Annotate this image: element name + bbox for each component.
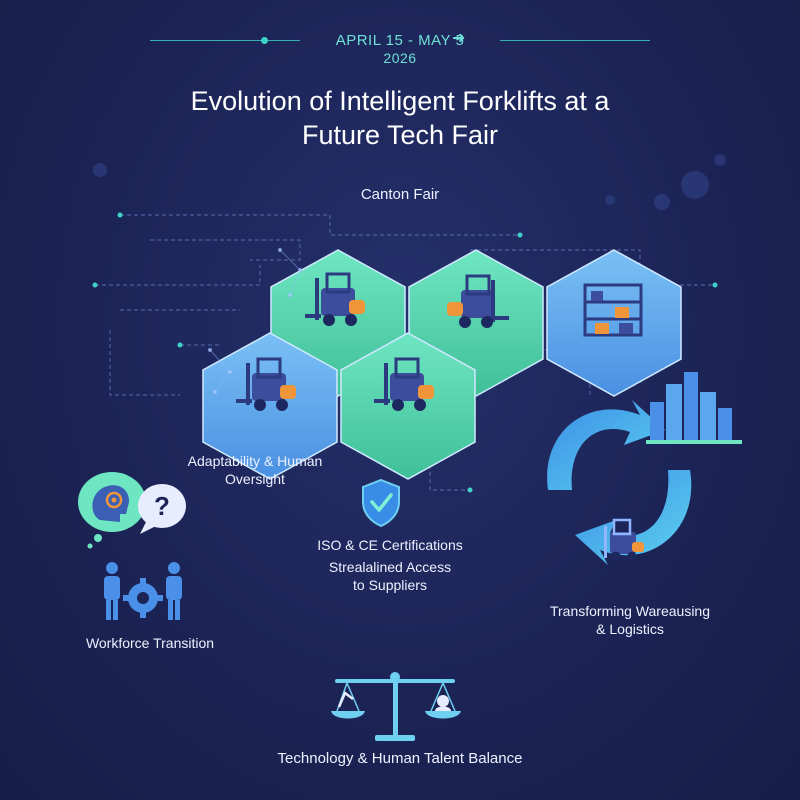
hex-warehouse-shelf [546,249,682,397]
adaptability-line-1: Adaptability & Human [187,453,323,469]
venue-label: Canton Fair [360,186,440,203]
transforming-line-1: Transforming Wareausing [549,603,711,619]
workforce-label: Workforce Transition [85,635,215,651]
adaptability-line-2: Oversight [225,471,285,487]
access-label: Strealalined Access to Suppliers [290,558,490,594]
date-header: APRIL 15 - MAY 5 2026 [0,26,800,66]
forklift-icon [374,357,434,411]
city-skyline-icon [646,372,742,444]
access-line-2: to Suppliers [353,577,427,593]
warehouse-shelf-icon [583,283,643,337]
brain-head-icon [78,472,146,549]
transforming-label: Transforming Wareausing & Logistics [520,602,740,638]
event-year: 2026 [383,50,417,66]
page-title: Evolution of Intelligent Forklifts at a … [100,84,700,152]
forklift-icon [305,272,365,326]
balance-scale-icon [331,672,461,741]
title-line-1: Evolution of Intelligent Forklifts at a [190,86,610,116]
balance-label: Technology & Human Talent Balance [277,750,523,767]
hex-forklift-3 [202,332,338,480]
arrow-right-icon: ➜ [452,30,466,47]
background-bokeh [93,154,726,210]
hex-forklift-4 [340,332,476,480]
transforming-line-2: & Logistics [596,621,664,637]
shield-check-icon [362,478,400,528]
forklift-icon [604,518,644,561]
forklift-icon [447,274,509,328]
certifications-label: ISO & CE Certifications [317,537,463,553]
date-dot-icon [261,37,268,44]
access-line-1: Strealalined Access [328,559,452,575]
question-bubble-icon: ? [138,484,186,534]
forklift-icon [236,357,296,411]
network-sparkle [207,247,303,395]
date-divider-left [150,40,300,41]
workers-gear-icon [104,562,182,620]
svg-text:?: ? [154,491,170,521]
adaptability-label: Adaptability & Human Oversight [150,452,360,488]
title-line-2: Future Tech Fair [301,120,499,150]
date-range: APRIL 15 - MAY 5 [335,32,465,49]
date-divider-right [500,40,650,41]
